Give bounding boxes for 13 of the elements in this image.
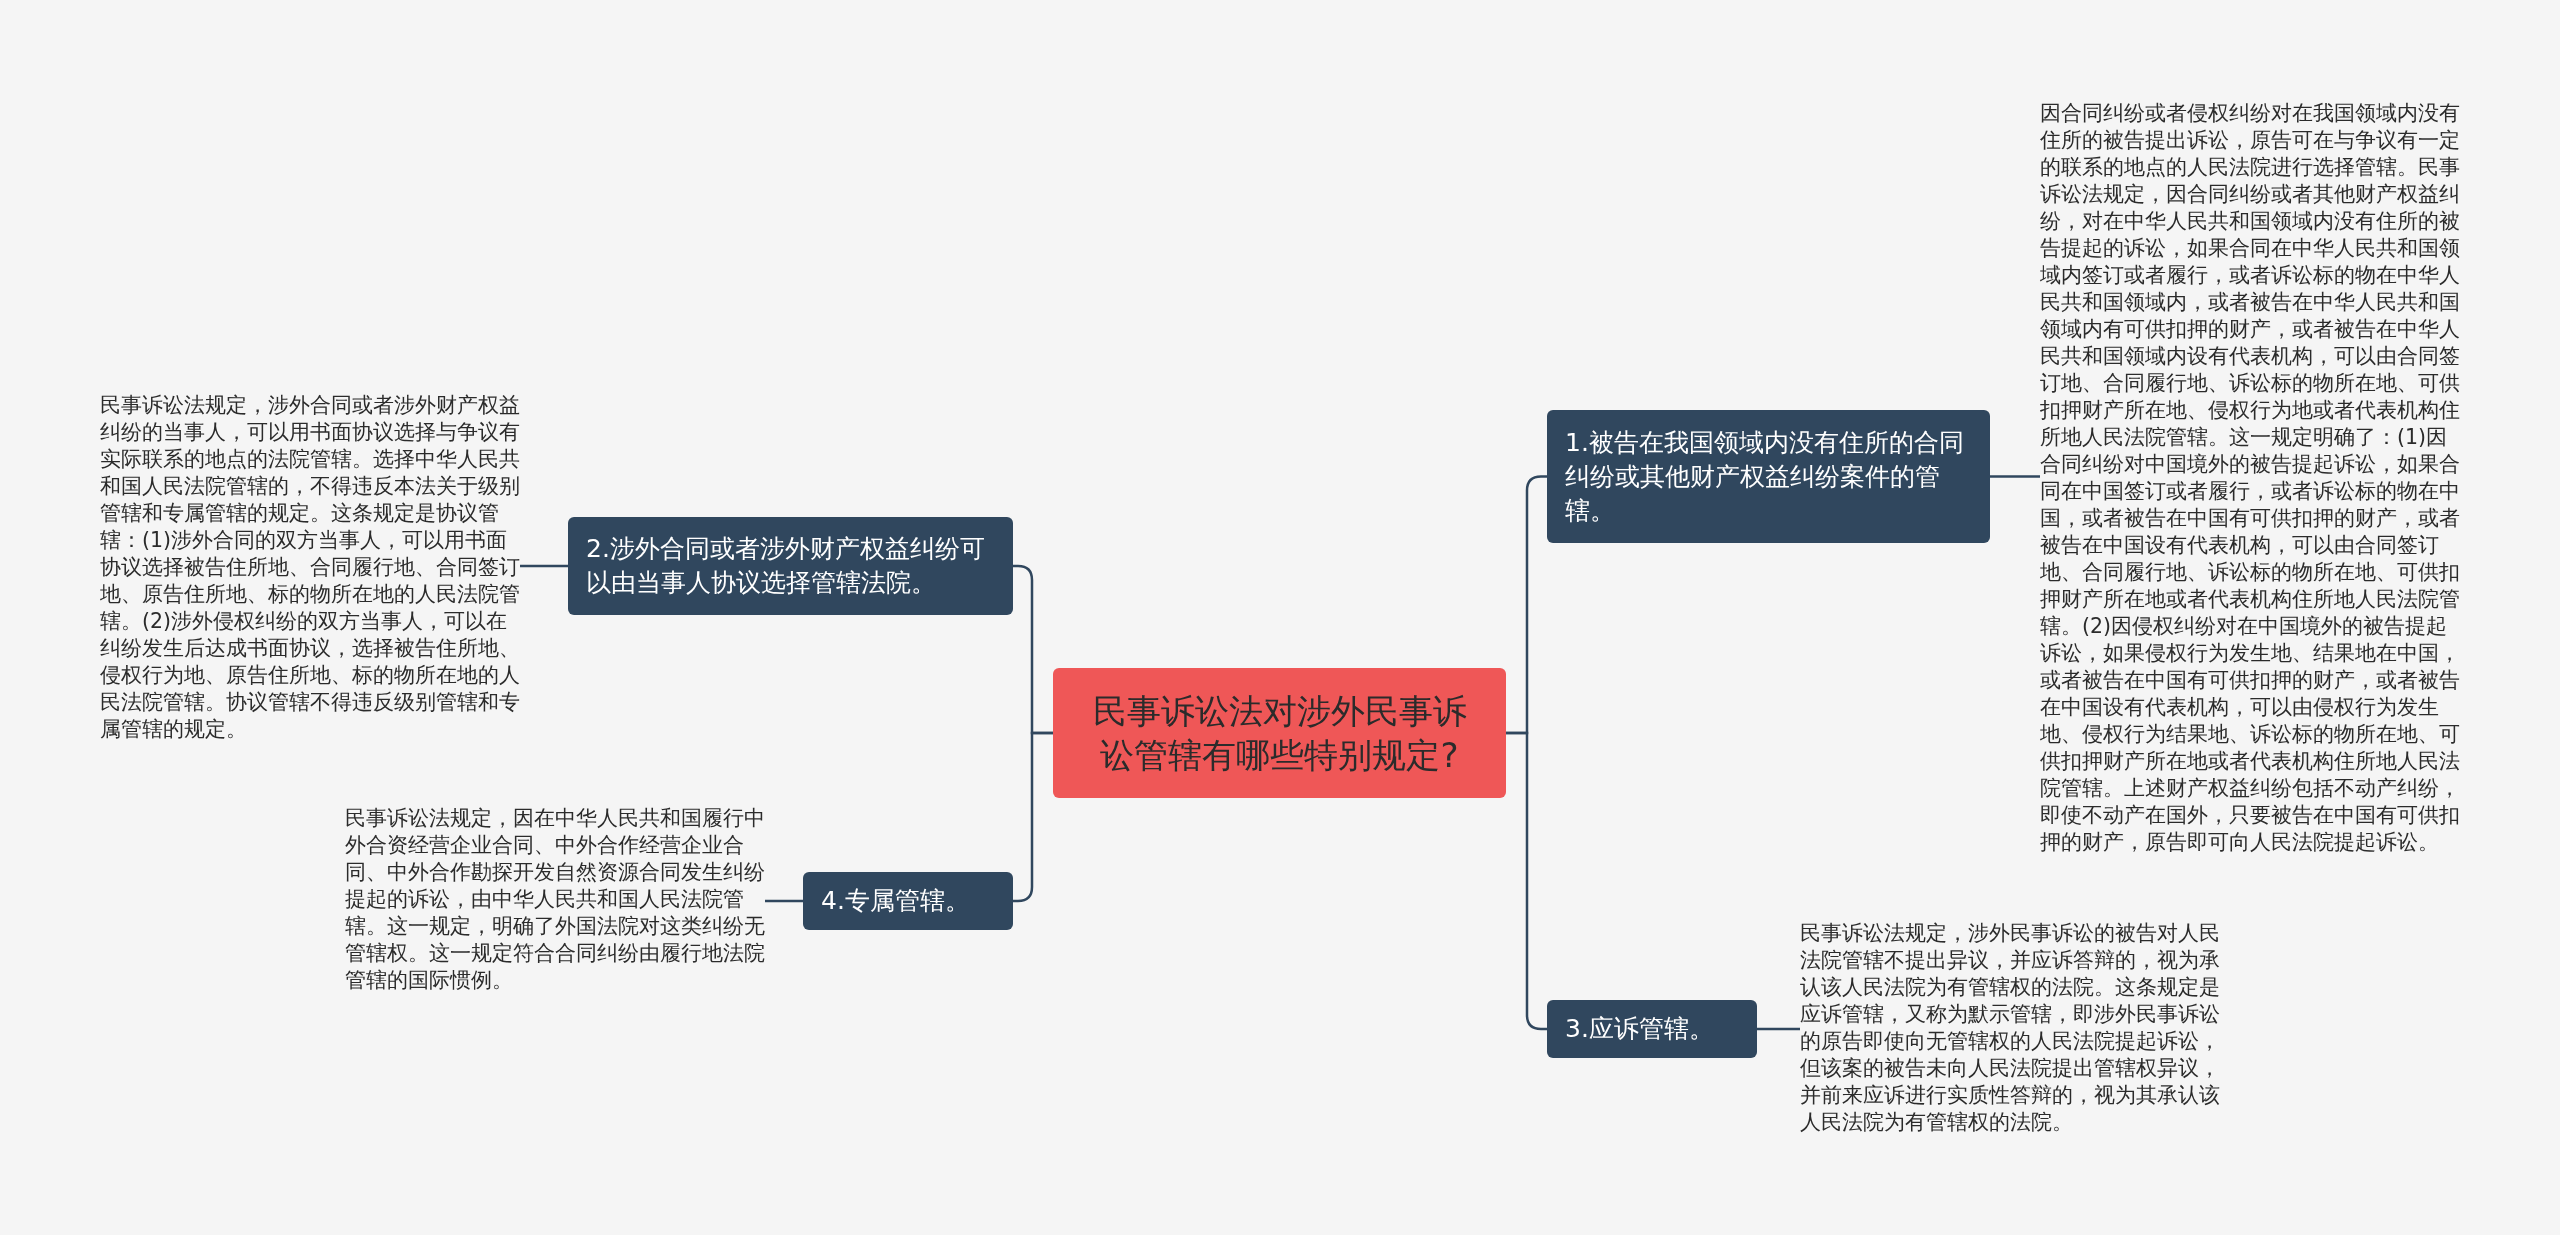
connector-line	[1990, 475, 2040, 478]
central-topic-box: 民事诉讼法对涉外民事诉讼管辖有哪些特别规定?	[1053, 668, 1506, 798]
topic-box: 2.涉外合同或者涉外财产权益纠纷可以由当事人协议选择管辖法院。	[568, 517, 1013, 615]
connector-line	[520, 564, 568, 568]
note-text: 因合同纠纷或者侵权纠纷对在我国领域内没有住所的被告提出诉讼，原告可在与争议有一定的联系的地点的人民法院进行选择管辖。民事诉讼法规定，因合同纠纷或者其他财产权益纠纷，对在中华人民共和国领域内没有住所的被告提起的诉讼，如果合同在中华人民共和国领域内签订或者履行，或者诉讼标的物在中华人民共和国领域内，或者被告在中华人民共和国领域内有可供扣押的财产，或者被告在中华人民共和国领域内设有代表机构，可以由合同签订地、合同履行地、诉讼标的物所在地、可供扣押财产所在地、侵权行为地或者代表机构住所地人民法院管辖。这一规定明确了：(1)因合同纠纷对中国境外的被告提起诉讼，如果合同在中国签订或者履行，或者诉讼标的物在中国，或者被告在中国有可供扣押的财产，或者被告在中国设有代表机构，可以由合同签订地、合同履行地、诉讼标的物所在地、可供扣押财产所在地或者代表机构住所地人民法院管辖。(2)因侵权纠纷对在中国境外的被告提起诉讼，如果侵权行为发生地、结果地在中国，或者被告在中国有可供扣押的财产，或者被告在中国设有代表机构，可以由侵权行为发生地、侵权行为结果地、诉讼标的物所在地、可供扣押财产所在地或者代表机构住所地人民法院管辖。上述财产权益纠纷包括不动产纠纷，即使不动产在国外，只要被告在中国有可供扣押的财产，原告即可向人民法院提起诉讼。	[2040, 100, 2460, 856]
note-text: 民事诉讼法规定，涉外合同或者涉外财产权益纠纷的当事人，可以用书面协议选择与争议有实际联系的地点的法院管辖。选择中华人民共和国人民法院管辖的，不得违反本法关于级别管辖和专属管辖的规定。这条规定是协议管辖：(1)涉外合同的双方当事人，可以用书面协议选择被告住所地、合同履行地、合同签订地、原告住所地、标的物所在地的人民法院管辖。(2)涉外侵权纠纷的双方当事人，可以在纠纷发生后达成书面协议，选择被告住所地、侵权行为地、原告住所地、标的物所在地的人民法院管辖。协议管辖不得违反级别管辖和专属管辖的规定。	[100, 392, 520, 743]
topic-box: 3.应诉管辖。	[1547, 1000, 1757, 1058]
connector-line	[765, 899, 803, 903]
note-text: 民事诉讼法规定，涉外民事诉讼的被告对人民法院管辖不提出异议，并应诉答辩的，视为承认该人民法院为有管辖权的法院。这条规定是应诉管辖，又称为默示管辖，即涉外民事诉讼的原告即使向无管辖权的人民法院提起诉讼，但该案的被告未向人民法院提出管辖权异议，并前来应诉进行实质性答辩的，视为其承认该人民法院为有管辖权的法院。	[1800, 920, 2220, 1136]
topic-box: 4.专属管辖。	[803, 872, 1013, 930]
note-text: 民事诉讼法规定，因在中华人民共和国履行中外合资经营企业合同、中外合作经营企业合同、中外合作勘探开发自然资源合同发生纠纷提起的诉讼，由中华人民共和国人民法院管辖。这一规定，明确了外国法院对这类纠纷无管辖权。这一规定符合合同纠纷由履行地法院管辖的国际惯例。	[345, 805, 765, 994]
topic-box: 1.被告在我国领域内没有住所的合同纠纷或其他财产权益纠纷案件的管辖。	[1547, 410, 1990, 543]
connector-line	[1757, 1027, 1800, 1031]
